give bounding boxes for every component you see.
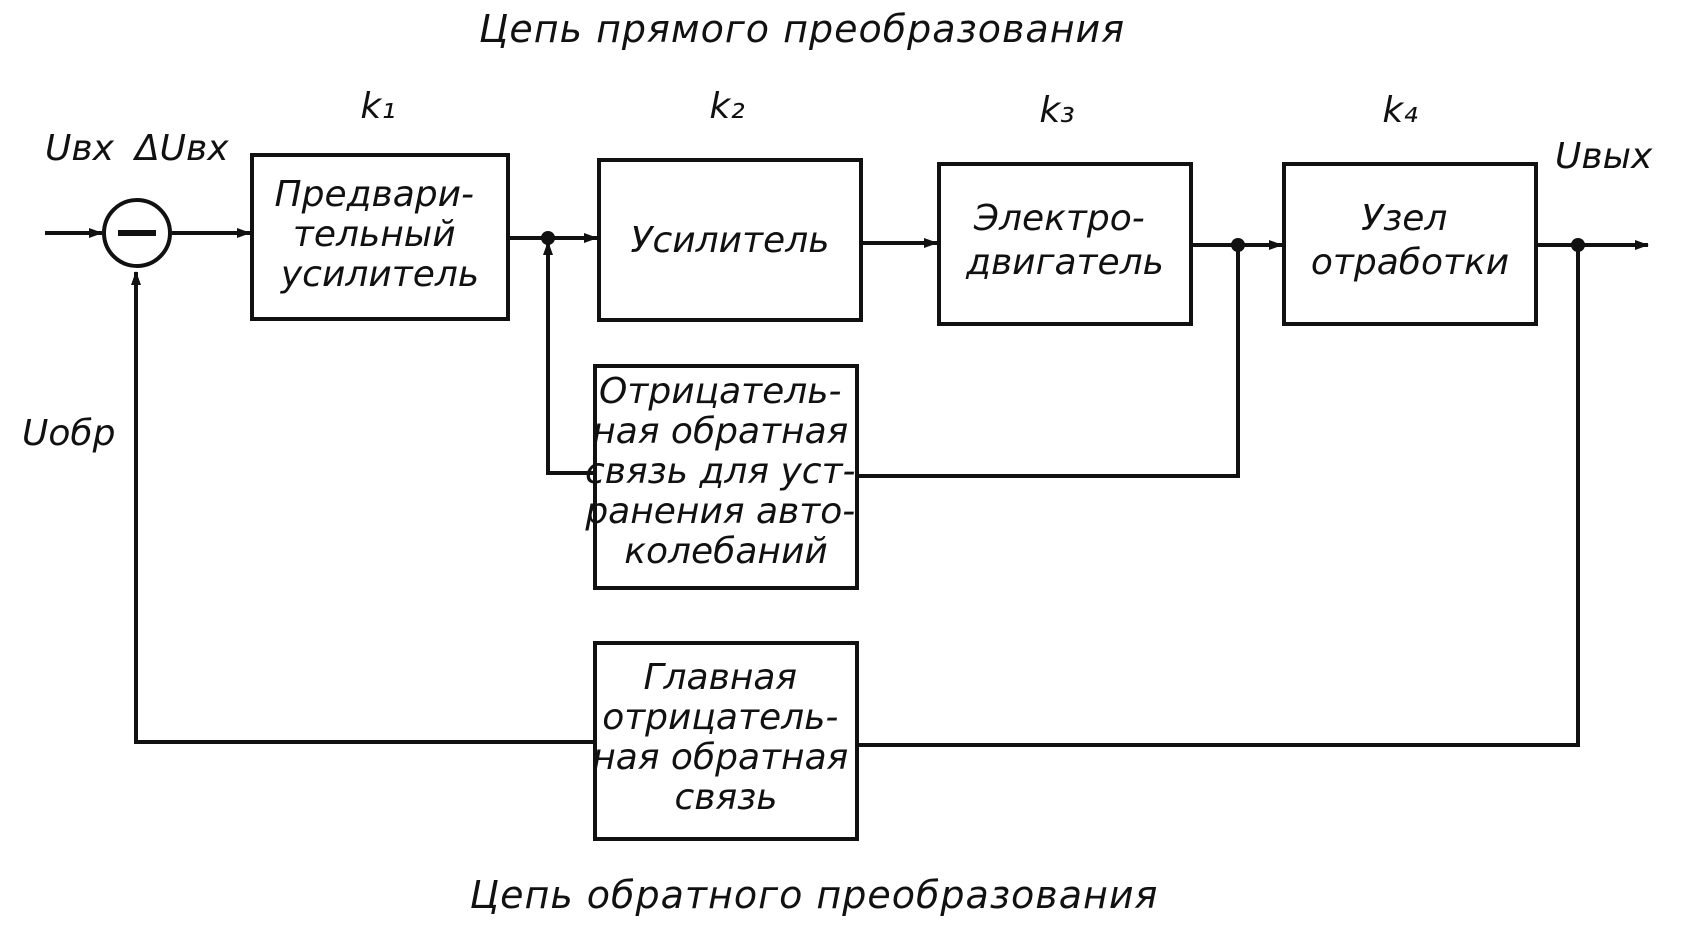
input-signal-label: Uвх [45, 128, 115, 169]
amplifier-block: Усилитель [597, 158, 863, 322]
junction-dot [541, 231, 555, 245]
feedback-path-caption: Цепь обратного преобразования [470, 873, 1159, 917]
local-feedback-line-2: ная обратная [592, 411, 848, 452]
working-unit-block-text: Узел отработки [1311, 198, 1509, 283]
gain-k3-label: k₃ [1039, 90, 1074, 131]
motor-line-1: Электро- [973, 198, 1145, 239]
amplifier-block-text: Усилитель [631, 220, 830, 261]
output-signal-label: Uвых [1555, 136, 1653, 177]
working-unit-line-2: отработки [1311, 242, 1509, 283]
local-feedback-block: Отрицатель- ная обратная связь для уст- … [584, 364, 867, 590]
preamplifier-block: Предвари- тельный усилитель [250, 153, 510, 321]
main-feedback-block: Главная отрицатель- ная обратная связь [592, 641, 860, 841]
gain-k2-label: k₂ [709, 86, 744, 127]
main-feedback-line-1: Главная [643, 657, 797, 698]
motor-block-text: Электро- двигатель [965, 198, 1164, 283]
summing-junction [102, 198, 172, 268]
preamp-line-3: усилитель [280, 254, 479, 295]
error-signal-label: ΔUвх [132, 128, 229, 169]
main-feedback-line-3: ная обратная [592, 737, 848, 778]
local-feedback-line-5: колебаний [624, 531, 828, 572]
working-unit-line-1: Узел [1361, 198, 1447, 239]
preamp-line-2: тельный [293, 214, 456, 255]
motor-line-2: двигатель [965, 242, 1164, 283]
working-unit-block: Узел отработки [1282, 162, 1538, 326]
preamp-line-1: Предвари- [275, 174, 474, 215]
forward-path-caption: Цепь прямого преобразования [479, 7, 1125, 51]
amplifier-line-1: Усилитель [631, 220, 830, 261]
signal-wires [45, 228, 1649, 747]
gain-k4-label: k₄ [1382, 90, 1418, 131]
junction-dot [1231, 238, 1245, 252]
preamplifier-block-text: Предвари- тельный усилитель [275, 174, 486, 295]
local-feedback-line-3: связь для уст- [585, 451, 856, 492]
main-feedback-block-text: Главная отрицатель- ная обратная связь [592, 657, 860, 818]
junction-dot [1571, 238, 1585, 252]
local-feedback-line-1: Отрицатель- [599, 371, 841, 412]
main-feedback-line-2: отрицатель- [602, 697, 838, 738]
local-feedback-line-4: ранения авто- [584, 491, 855, 532]
local-feedback-block-text: Отрицатель- ная обратная связь для уст- … [584, 371, 867, 572]
feedback-signal-label: Uобр [22, 413, 115, 454]
gain-k1-label: k₁ [360, 86, 395, 127]
main-feedback-line-4: связь [674, 777, 777, 818]
motor-block: Электро- двигатель [937, 162, 1193, 326]
